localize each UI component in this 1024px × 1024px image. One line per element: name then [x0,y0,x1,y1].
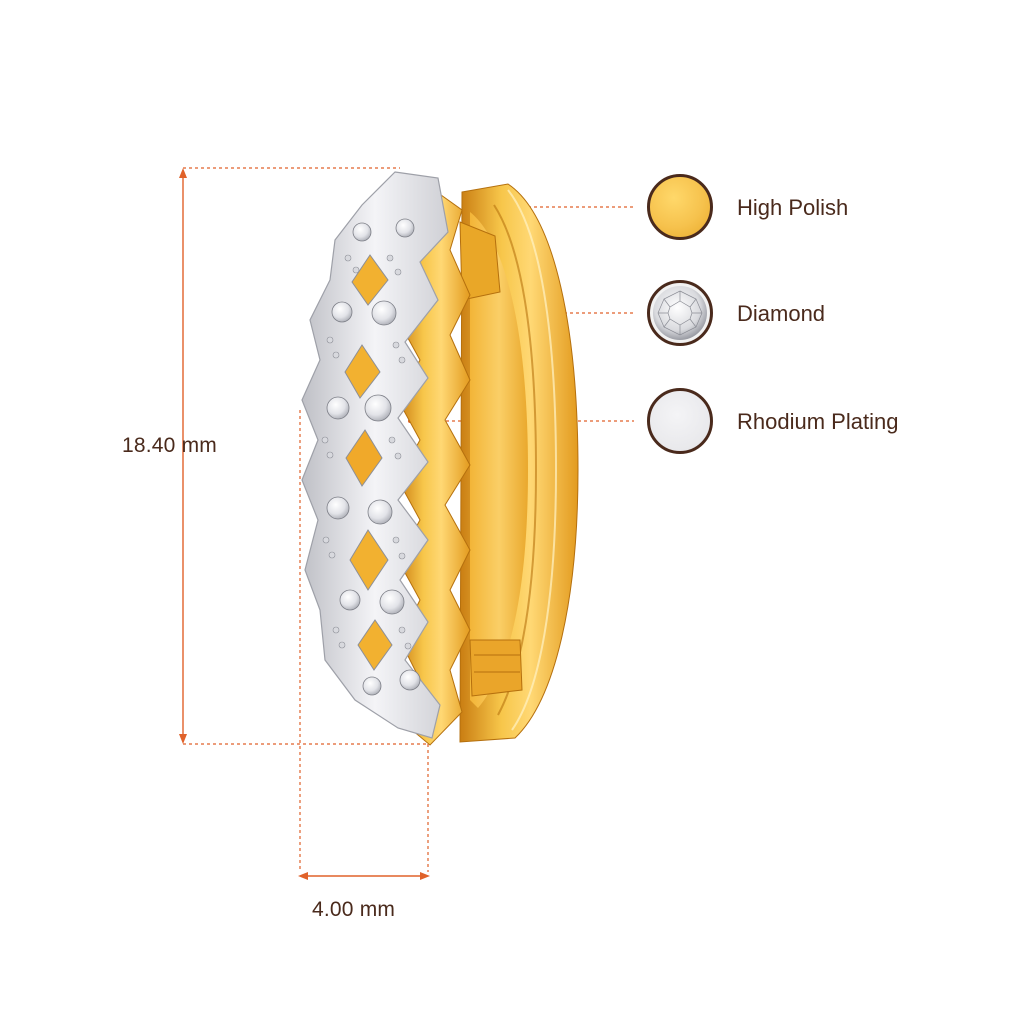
high-polish-swatch [647,174,713,240]
height-dimension-label: 18.40 mm [122,434,217,457]
gold-hoop [459,183,579,743]
diamond-icon [653,286,707,340]
width-dimension-label: 4.00 mm [312,898,396,921]
width-arrow-left [298,872,308,880]
legend-item-high-polish: High Polish [647,174,977,244]
height-arrow-bottom [179,734,187,744]
diamond-stone [364,394,392,422]
legend-item-diamond: Diamond [647,280,977,350]
width-arrow-right [420,872,430,880]
diamond-stone [379,589,405,615]
height-arrow-top [179,168,187,178]
milgrain-beads [321,254,412,650]
diamond-stone [362,676,382,696]
diamond-stone [395,218,415,238]
legend-label-rhodium-plating: Rhodium Plating [737,409,899,434]
rhodium-plating-swatch [647,388,713,454]
diamond-stones [326,218,421,696]
diamond-stone [399,669,421,691]
legend-item-rhodium-plating: Rhodium Plating [647,388,977,458]
legend-label-high-polish: High Polish [737,195,849,220]
diamond-swatch [647,280,713,346]
diamond-stone [326,396,350,420]
diamond-stone [331,301,353,323]
legend-label-diamond: Diamond [737,301,826,326]
diamond-stone [367,499,393,525]
diamond-stone [352,222,372,242]
diamond-stone [339,589,361,611]
diamond-stone [326,496,350,520]
diamond-stone [371,300,397,326]
